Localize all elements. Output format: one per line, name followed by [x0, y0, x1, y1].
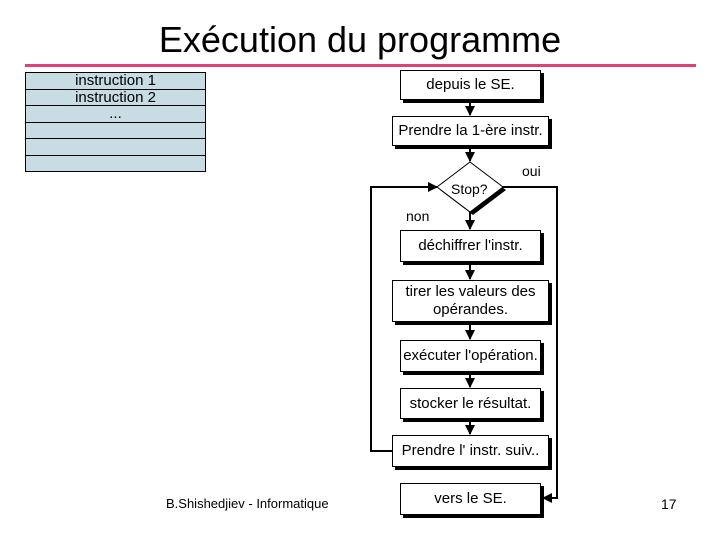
fetch-next-instruction-box: Prendre l' instr. suiv.. [392, 435, 549, 467]
decision-stop-label: Stop? [451, 181, 488, 197]
memory-cell-1: instruction 1 [25, 72, 206, 90]
memory-row: instruction 1 [25, 72, 206, 90]
page-number: 17 [661, 496, 677, 512]
memory-cell-3: ... [25, 105, 206, 123]
decision-stop-diamond [436, 161, 504, 213]
memory-table: instruction 1 instruction 2 ... [25, 72, 206, 172]
yes-branch-label: oui [522, 163, 541, 179]
fetch-operands-box: tirer les valeurs des opérandes. [392, 280, 549, 322]
fetch-first-instruction-box: Prendre la 1-ère instr. [392, 116, 549, 146]
store-result-box: stocker le résultat. [400, 388, 541, 419]
decode-instruction-box: déchiffrer l'instr. [400, 230, 541, 262]
yes-branch-arrow [503, 186, 558, 503]
memory-cell-2: instruction 2 [25, 88, 206, 106]
footer-author: B.Shishedjiev - Informatique [166, 496, 329, 511]
load-from-se-box: depuis le SE. [400, 70, 541, 100]
memory-cell-6 [25, 154, 206, 172]
return-to-se-box: vers le SE. [400, 483, 541, 515]
slide-title: Exécution du programme [158, 19, 562, 60]
execute-operation-box: exécuter l'opération. [400, 340, 541, 372]
no-branch-label: non [406, 208, 430, 224]
memory-row: instruction 2 [25, 88, 206, 106]
memory-row [25, 154, 206, 172]
title-underline [25, 64, 696, 67]
memory-row: ... [25, 105, 206, 123]
loop-back-arrow [370, 182, 438, 452]
